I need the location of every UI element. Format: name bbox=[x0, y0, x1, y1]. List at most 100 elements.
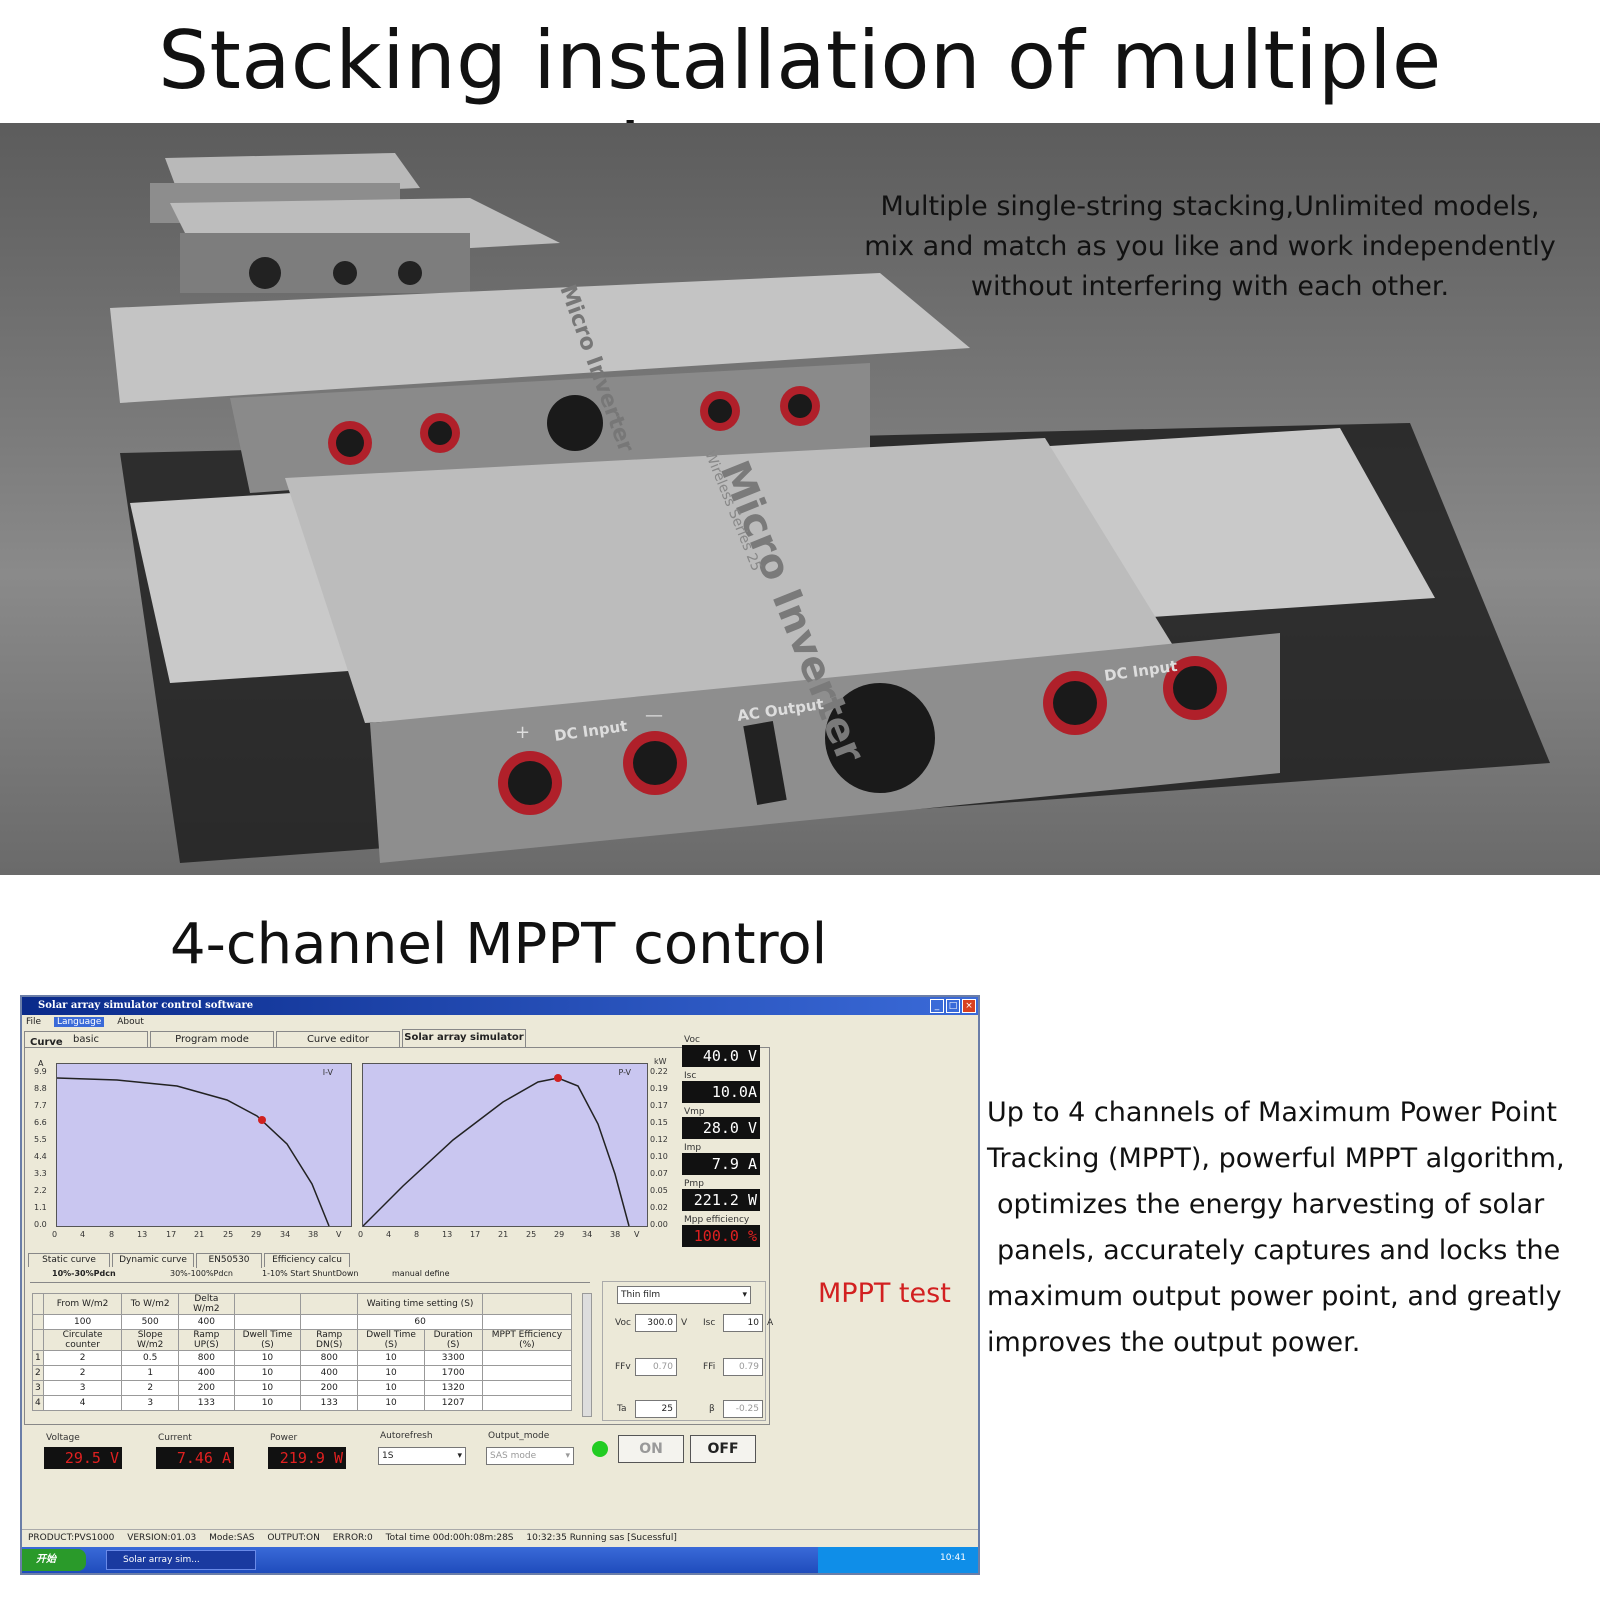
iv-y-tick: 8.8 bbox=[34, 1084, 47, 1093]
isc-field[interactable]: 10 bbox=[723, 1314, 763, 1332]
pv-y-tick: 0.15 bbox=[650, 1118, 668, 1127]
table-cell[interactable]: 0.5 bbox=[121, 1350, 179, 1366]
subtab-manual-define[interactable]: manual define bbox=[392, 1269, 450, 1278]
table-scrollbar[interactable] bbox=[582, 1293, 592, 1417]
tab-program-mode[interactable]: Program mode bbox=[150, 1031, 274, 1047]
pv-x-tick: 0 bbox=[358, 1230, 364, 1239]
table-cell[interactable]: 400 bbox=[177, 1314, 235, 1330]
table-cell[interactable]: 200 bbox=[177, 1380, 235, 1396]
tab-static-curve[interactable]: Static curve bbox=[28, 1253, 110, 1267]
description-line: panels, accurately captures and locks th… bbox=[997, 1235, 1561, 1266]
table-cell[interactable]: 1207 bbox=[423, 1395, 483, 1411]
tab-curve-editor[interactable]: Curve editor bbox=[276, 1031, 400, 1047]
iv-y-tick: 5.5 bbox=[34, 1135, 47, 1144]
table-cell[interactable] bbox=[481, 1365, 573, 1381]
description-line: optimizes the energy harvesting of solar bbox=[997, 1189, 1545, 1220]
tab-en50530[interactable]: EN50530 bbox=[196, 1253, 262, 1268]
autorefresh-select[interactable]: 1S ▾ bbox=[378, 1447, 466, 1465]
pv-x-tick: 34 bbox=[582, 1230, 593, 1239]
close-icon[interactable]: × bbox=[962, 999, 976, 1013]
maximize-icon[interactable]: □ bbox=[946, 999, 960, 1013]
tab-dynamic-curve[interactable]: Dynamic curve bbox=[112, 1253, 194, 1267]
on-button[interactable]: ON bbox=[618, 1435, 684, 1463]
taskbar-item[interactable]: Solar array sim... bbox=[106, 1550, 256, 1570]
table-cell[interactable]: 10 bbox=[233, 1365, 302, 1381]
start-button[interactable]: 开始 bbox=[22, 1549, 86, 1571]
table-cell[interactable]: 2 bbox=[42, 1365, 123, 1381]
minimize-icon[interactable]: _ bbox=[930, 999, 944, 1013]
pv-x-ticks: 0 4 8 13 17 21 25 29 34 38 V bbox=[358, 1230, 658, 1242]
readout-label-pmp: Pmp bbox=[684, 1179, 704, 1189]
table-header: Dwell Time (S) bbox=[233, 1329, 302, 1351]
params-panel: Thin film ▾ Voc 300.0 V Isc 10 A FFv 0.7… bbox=[602, 1281, 773, 1421]
table-cell[interactable]: 800 bbox=[177, 1350, 235, 1366]
description-line: Tracking (MPPT), powerful MPPT algorithm… bbox=[987, 1143, 1565, 1174]
ta-field[interactable]: 25 bbox=[635, 1400, 677, 1418]
voc-field[interactable]: 300.0 bbox=[635, 1314, 677, 1332]
table-cell[interactable]: 60 bbox=[357, 1314, 483, 1330]
table-cell[interactable]: 10 bbox=[233, 1380, 302, 1396]
table-cell[interactable]: 100 bbox=[42, 1314, 123, 1330]
tab-solar-array-simulator[interactable]: Solar array simulator bbox=[402, 1029, 526, 1047]
menu-language[interactable]: Language bbox=[53, 1017, 105, 1027]
pv-x-tick: 25 bbox=[526, 1230, 537, 1239]
table-cell[interactable]: 400 bbox=[300, 1365, 359, 1381]
table-cell[interactable]: 10 bbox=[233, 1395, 302, 1411]
power-label: Power bbox=[270, 1433, 298, 1443]
table-header: To W/m2 bbox=[121, 1293, 179, 1315]
table-cell[interactable]: 1320 bbox=[423, 1380, 483, 1396]
menu-about[interactable]: About bbox=[117, 1017, 144, 1027]
table-cell[interactable]: 10 bbox=[357, 1365, 425, 1381]
off-button[interactable]: OFF bbox=[690, 1435, 756, 1463]
pv-x-tick: 4 bbox=[386, 1230, 392, 1239]
table-cell[interactable]: 2 bbox=[42, 1350, 123, 1366]
pv-y-tick: 0.05 bbox=[650, 1186, 668, 1195]
table-cell[interactable]: 10 bbox=[357, 1395, 425, 1411]
subtab-10-30[interactable]: 10%-30%Pdcn bbox=[52, 1269, 116, 1278]
table-cell[interactable]: 800 bbox=[300, 1350, 359, 1366]
curve-tab[interactable]: Curve bbox=[30, 1037, 63, 1048]
tab-efficiency-calcu[interactable]: Efficiency calcu bbox=[264, 1253, 350, 1267]
status-mode: Mode:SAS bbox=[209, 1533, 255, 1543]
window-titlebar: Solar array simulator control software bbox=[22, 997, 978, 1015]
subtab-start-shutdown[interactable]: 1-10% Start ShuntDown bbox=[262, 1269, 359, 1278]
table-cell[interactable]: 10 bbox=[233, 1350, 302, 1366]
table-cell[interactable]: 200 bbox=[300, 1380, 359, 1396]
description-line: improves the output power. bbox=[987, 1327, 1361, 1358]
status-product: PRODUCT:PVS1000 bbox=[28, 1533, 115, 1543]
table-cell[interactable]: 3300 bbox=[423, 1350, 483, 1366]
table-cell[interactable]: 10 bbox=[357, 1380, 425, 1396]
iv-x-unit: V bbox=[336, 1230, 342, 1239]
table-cell[interactable] bbox=[481, 1395, 573, 1411]
table-cell[interactable]: 400 bbox=[177, 1365, 235, 1381]
table-cell[interactable] bbox=[481, 1380, 573, 1396]
power-readout: 219.9 W bbox=[268, 1447, 346, 1469]
table-cell[interactable] bbox=[481, 1350, 573, 1366]
ffi-field[interactable]: 0.79 bbox=[723, 1358, 763, 1376]
table-cell[interactable]: 2 bbox=[121, 1380, 179, 1396]
table-cell[interactable]: 1700 bbox=[423, 1365, 483, 1381]
cell-type-select[interactable]: Thin film ▾ bbox=[617, 1286, 751, 1304]
tab-basic[interactable]: basic bbox=[24, 1031, 148, 1047]
beta-field[interactable]: -0.25 bbox=[723, 1400, 763, 1418]
iv-y-tick: 6.6 bbox=[34, 1118, 47, 1127]
table-cell[interactable]: 500 bbox=[121, 1314, 179, 1330]
table-header: Circulate counter bbox=[42, 1329, 123, 1351]
subtab-30-100[interactable]: 30%-100%Pdcn bbox=[170, 1269, 233, 1278]
status-output: OUTPUT:ON bbox=[267, 1533, 320, 1543]
chevron-down-icon: ▾ bbox=[565, 1451, 570, 1461]
table-cell[interactable]: 133 bbox=[300, 1395, 359, 1411]
pv-x-tick: 29 bbox=[554, 1230, 565, 1239]
output-mode-select[interactable]: SAS mode ▾ bbox=[486, 1447, 574, 1465]
table-cell[interactable]: 3 bbox=[121, 1395, 179, 1411]
pv-plot: P-V bbox=[362, 1063, 648, 1227]
table-cell[interactable]: 3 bbox=[42, 1380, 123, 1396]
menu-file[interactable]: File bbox=[26, 1017, 42, 1027]
pv-curve bbox=[362, 1077, 630, 1227]
table-cell[interactable]: 1 bbox=[121, 1365, 179, 1381]
table-cell[interactable]: 4 bbox=[42, 1395, 123, 1411]
table-cell[interactable]: 133 bbox=[177, 1395, 235, 1411]
ffv-field[interactable]: 0.70 bbox=[635, 1358, 677, 1376]
table-cell[interactable]: 10 bbox=[357, 1350, 425, 1366]
readout-voc: 40.0 V bbox=[682, 1045, 760, 1067]
